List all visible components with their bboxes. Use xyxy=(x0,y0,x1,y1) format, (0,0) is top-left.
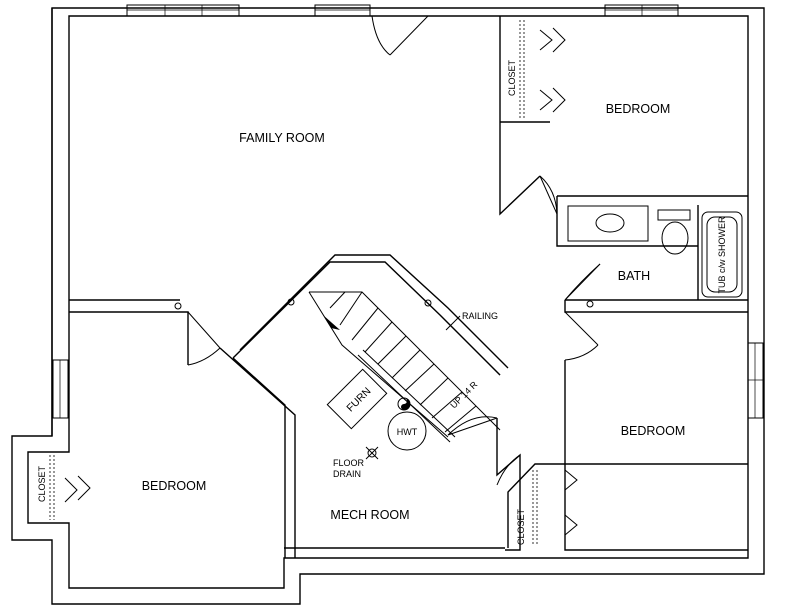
room-label-family-room: FAMILY ROOM xyxy=(239,131,325,145)
room-label-bath: BATH xyxy=(618,269,650,283)
room-label-bedroom-top-right: BEDROOM xyxy=(606,102,671,116)
closet-label-left: CLOSET xyxy=(37,465,47,502)
stairs xyxy=(174,291,594,443)
bifold-doors xyxy=(64,27,578,536)
closet-shelves xyxy=(49,20,538,545)
floor-drain-label-line2: DRAIN xyxy=(333,469,361,479)
mech-equipment xyxy=(326,368,427,460)
railing-leader xyxy=(445,315,461,331)
windows xyxy=(52,4,764,419)
door-swings xyxy=(187,175,601,486)
room-label-mech-room: MECH ROOM xyxy=(330,508,409,522)
closet-label-bottom: CLOSET xyxy=(516,508,526,545)
railing-label: RAILING xyxy=(462,311,498,321)
interior-walls xyxy=(69,16,748,558)
furnace-label: FURN xyxy=(344,385,373,414)
tub-label: TUB c/w SHOWER xyxy=(717,216,727,294)
room-label-bedroom-left: BEDROOM xyxy=(142,479,207,493)
exterior-door xyxy=(371,15,429,56)
hwt-label: HWT xyxy=(397,427,418,437)
bath-fixtures xyxy=(567,205,743,298)
floor-drain-label-line1: FLOOR xyxy=(333,458,365,468)
closet-label-top: CLOSET xyxy=(507,59,517,96)
room-label-bedroom-right: BEDROOM xyxy=(621,424,686,438)
